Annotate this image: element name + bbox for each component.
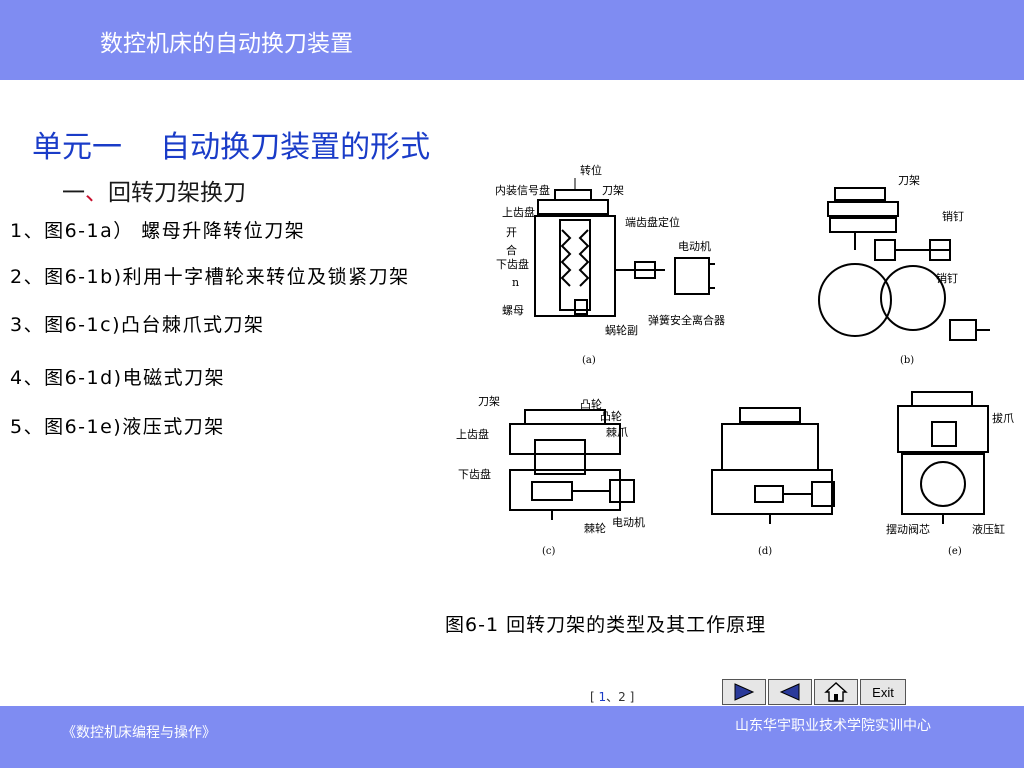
list-item-1: 1、图6-1a） 螺母升降转位刀架 — [10, 220, 306, 242]
label-a-9: n — [512, 276, 519, 289]
label-e-0: 拔爪 — [992, 411, 1014, 425]
page-sep: 、 — [606, 690, 619, 704]
label-a-4: 端齿盘定位 — [625, 215, 680, 229]
label-a-1: 内装信号盘 — [495, 183, 550, 197]
section-title: 一、回转刀架换刀 — [62, 173, 246, 207]
tool-turret-figure: 转位 内装信号盘 刀架 上齿盘 端齿盘定位 开 合 下齿盘 电动机 n 螺母 弹… — [450, 160, 1024, 570]
page-open: [ — [590, 690, 599, 704]
label-b-1: 销钉 — [942, 209, 964, 223]
list-item-5: 5、图6-1e)液压式刀架 — [10, 416, 225, 438]
label-a-12: 蜗轮副 — [605, 323, 638, 337]
label-a-8: 电动机 — [678, 239, 711, 253]
label-a-7: 下齿盘 — [496, 257, 529, 271]
figure-a — [534, 178, 715, 317]
section-prefix: 一 — [62, 180, 85, 206]
label-a-0: 转位 — [580, 163, 602, 177]
sublabel-a: (a) — [582, 355, 596, 366]
play-right-icon — [734, 683, 755, 701]
label-e-1: 摆动阀芯 — [886, 522, 930, 536]
sublabel-e: (e) — [948, 546, 962, 557]
figure-c — [509, 409, 635, 520]
header-title: 数控机床的自动换刀装置 — [100, 31, 353, 57]
label-b-0: 刀架 — [898, 174, 920, 187]
label-c-2: 凸轮 — [600, 409, 622, 423]
page-total: 2 — [618, 690, 626, 704]
section-dot: 、 — [85, 180, 108, 206]
label-b-2: 销钉 — [936, 271, 958, 285]
label-e-2: 液压缸 — [972, 522, 1005, 536]
label-c-6: 棘轮 — [584, 521, 606, 535]
page-close: ] — [625, 690, 635, 704]
section-title-text: 回转刀架换刀 — [108, 180, 246, 206]
sublabel-b: (b) — [900, 355, 914, 366]
label-a-5: 开 — [506, 226, 517, 239]
page-indicator: [ 1、2 ] — [590, 688, 634, 705]
label-a-11: 弹簧安全离合器 — [648, 313, 725, 327]
list-item-3: 3、图6-1c)凸台棘爪式刀架 — [10, 314, 265, 336]
play-left-icon — [779, 683, 800, 701]
label-c-0: 刀架 — [478, 395, 500, 408]
figure-b — [818, 187, 990, 341]
list-item-4: 4、图6-1d)电磁式刀架 — [10, 367, 226, 389]
figure-d — [711, 407, 835, 524]
label-c-1: 凸轮 — [580, 397, 602, 411]
label-c-5: 下齿盘 — [458, 467, 491, 481]
page-current: 1 — [598, 690, 607, 704]
label-a-2: 刀架 — [602, 184, 624, 197]
label-c-3: 棘爪 — [606, 426, 628, 439]
sublabel-c: (c) — [542, 546, 556, 557]
figure-drawing: 转位 内装信号盘 刀架 上齿盘 端齿盘定位 开 合 下齿盘 电动机 n 螺母 弹… — [456, 163, 1014, 557]
next-button[interactable] — [722, 679, 766, 705]
label-a-6: 合 — [506, 243, 517, 257]
footer-organization: 山东华宇职业技术学院实训中心 — [735, 718, 931, 734]
footer-bar — [0, 706, 1024, 768]
sublabel-d: (d) — [758, 546, 772, 557]
header-bar — [0, 0, 1024, 80]
figure-e — [897, 391, 989, 524]
home-icon — [824, 682, 848, 702]
label-c-4: 上齿盘 — [456, 427, 489, 441]
label-a-10: 螺母 — [502, 304, 524, 317]
label-a-3: 上齿盘 — [502, 205, 535, 219]
unit-title: 单元一 自动换刀装置的形式 — [32, 130, 431, 165]
previous-button[interactable] — [768, 679, 812, 705]
footer-book-title: 《数控机床编程与操作》 — [62, 725, 216, 741]
figure-caption: 图6-1 回转刀架的类型及其工作原理 — [445, 614, 767, 636]
list-item-2: 2、图6-1b)利用十字槽轮来转位及锁紧刀架 — [10, 266, 410, 288]
exit-button[interactable]: Exit — [860, 679, 906, 705]
label-c-7: 电动机 — [612, 515, 645, 529]
slide-nav: Exit — [722, 679, 908, 705]
home-button[interactable] — [814, 679, 858, 705]
